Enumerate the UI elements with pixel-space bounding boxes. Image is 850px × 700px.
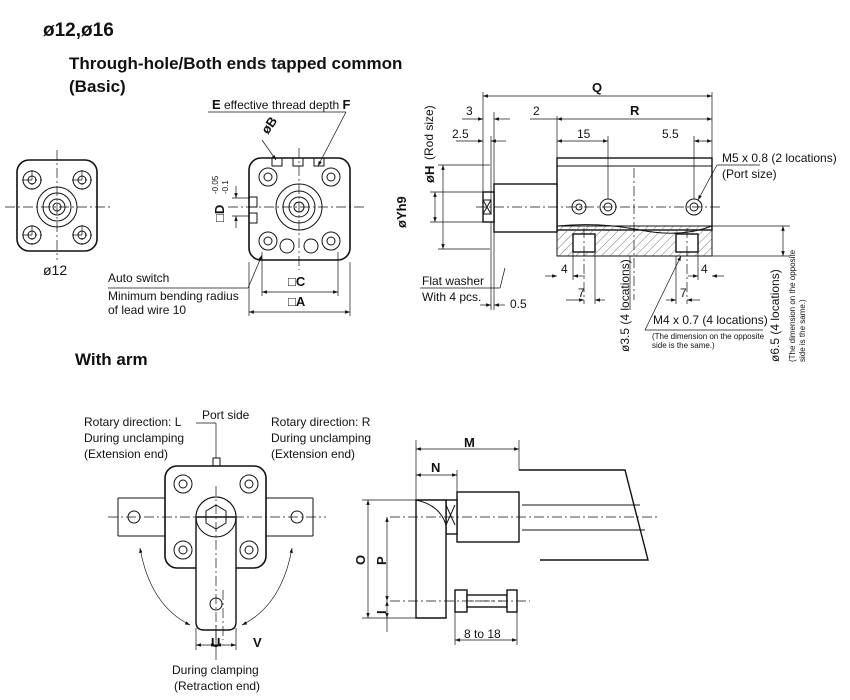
bolt-range-label: 8 to 18 — [464, 627, 501, 641]
m4-thread-label: M4 x 0.7 (4 locations) — [653, 313, 768, 327]
dim-a-label: □A — [288, 294, 306, 309]
dim-2-5-label: 2.5 — [452, 127, 469, 141]
dim-7-left-label: 7 — [578, 286, 585, 300]
small-end-view — [5, 150, 110, 260]
dim-d-tolerance-upper: -0.05 — [211, 175, 220, 194]
dim-7-right-label: 7 — [680, 286, 687, 300]
dim-4-right-label: 4 — [701, 262, 708, 276]
rotary-r-line3: (Extension end) — [271, 447, 356, 461]
dim-u-label: U — [211, 635, 221, 650]
hole-6-5-label: ø6.5 (4 locations) — [768, 269, 782, 362]
dim-o-label: O — [353, 554, 368, 565]
dim-i-label: I — [374, 610, 389, 614]
effective-thread-text: effective thread depth — [220, 98, 343, 112]
dim-d-label: □D — [212, 204, 227, 222]
small-bore-label: ø12 — [43, 262, 68, 278]
front-end-view — [108, 111, 365, 316]
dim-5-5-label: 5.5 — [662, 127, 679, 141]
with-arm-heading: With arm — [75, 350, 148, 369]
bending-radius-line1: Minimum bending radius — [108, 289, 239, 303]
hole-6-5-note-line1: (The dimension on the opposite — [788, 249, 797, 362]
rotary-r-line2: During unclamping — [271, 431, 372, 445]
hole-3-5-label: ø3.5 (4 locations) — [618, 259, 632, 352]
dim-p-label: P — [374, 556, 389, 565]
port-size-line2: (Port size) — [722, 167, 777, 181]
dim-0-5-label: 0.5 — [510, 297, 527, 311]
effective-thread-note: E effective thread depth F — [212, 97, 351, 112]
arm-side-view — [362, 440, 660, 645]
flat-washer-line2: With 4 pcs. — [422, 290, 482, 304]
m4-opposite-note-line1: (The dimension on the opposite — [652, 332, 765, 341]
dim-3-label: 3 — [466, 104, 473, 118]
dim-n-label: N — [431, 460, 441, 475]
rotary-l-line3: (Extension end) — [84, 447, 169, 461]
dim-c-label: □C — [288, 274, 306, 289]
dim-q-label: Q — [592, 80, 603, 95]
dim-d-tolerance-lower: -0.1 — [221, 180, 230, 194]
bending-radius-line2: of lead wire 10 — [108, 303, 187, 317]
m4-opposite-note-line2: side is the same.) — [652, 341, 715, 350]
arm-front-view — [108, 422, 326, 660]
clamping-line2: (Retraction end) — [174, 679, 261, 693]
side-section-view — [420, 92, 790, 331]
page-title: ø12,ø16 — [43, 20, 114, 41]
dim-r-label: R — [630, 103, 640, 118]
dim-f-label: F — [342, 97, 351, 112]
port-size-line1: M5 x 0.8 (2 locations) — [722, 151, 837, 165]
rotary-l-line2: During unclamping — [84, 431, 185, 445]
section-subtitle-variant: (Basic) — [69, 77, 126, 96]
dim-y-label: øYh9 — [394, 196, 409, 228]
section-subtitle: Through-hole/Both ends tapped common — [69, 54, 403, 73]
hole-6-5-note-line2: side is the same.) — [798, 299, 807, 362]
dim-v-label: V — [253, 635, 262, 650]
port-side-label: Port side — [202, 408, 250, 422]
flat-washer-line1: Flat washer — [422, 274, 485, 288]
dim-e-label: E — [212, 97, 221, 112]
dim-15-label: 15 — [577, 127, 591, 141]
rotary-r-line1: Rotary direction: R — [271, 415, 371, 429]
dim-h-label: øH — [422, 165, 437, 183]
dim-m-label: M — [464, 435, 475, 450]
rotary-l-line1: Rotary direction: L — [84, 415, 182, 429]
auto-switch-label: Auto switch — [108, 271, 170, 285]
rod-size-label: (Rod size) — [422, 105, 436, 160]
dim-4-left-label: 4 — [561, 262, 568, 276]
clamping-line1: During clamping — [172, 663, 259, 677]
dim-2-label: 2 — [533, 104, 540, 118]
